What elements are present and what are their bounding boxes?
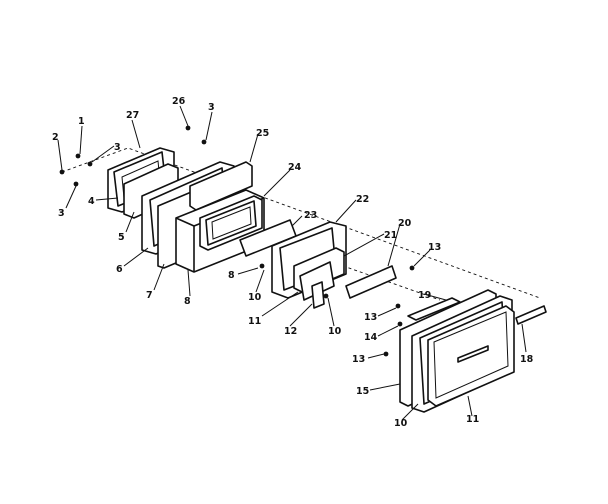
- label-12: 12: [284, 326, 297, 337]
- label-1: 1: [78, 116, 85, 127]
- label-8-a: 8: [184, 296, 191, 307]
- label-18: 18: [520, 354, 534, 365]
- label-5: 5: [118, 232, 125, 243]
- label-4: 4: [88, 196, 95, 207]
- label-13-b: 13: [364, 312, 377, 323]
- part-21-bracket: [293, 247, 345, 309]
- label-10-a: 10: [248, 292, 262, 303]
- label-25: 25: [256, 128, 269, 139]
- part-11-door-glass: [427, 305, 515, 407]
- label-23: 23: [304, 210, 317, 221]
- screws: [59, 125, 415, 357]
- label-27: 27: [126, 110, 139, 121]
- label-15: 15: [356, 386, 369, 397]
- label-2: 2: [52, 132, 59, 143]
- label-3-c: 3: [208, 102, 215, 113]
- part-labels: 1 2 3 3 3 27 26 25 4 5 6 7 8 24 23 22 21…: [52, 96, 534, 429]
- label-7: 7: [146, 290, 153, 301]
- explode-axis-line: [61, 147, 541, 299]
- label-10-c: 10: [394, 418, 408, 429]
- leader-lines: [57, 105, 527, 421]
- label-11-a: 11: [248, 316, 261, 327]
- label-14: 14: [364, 332, 378, 343]
- label-11-b: 11: [466, 414, 479, 425]
- label-24: 24: [288, 162, 302, 173]
- part-18-handle: [515, 305, 547, 325]
- label-10-b: 10: [328, 326, 342, 337]
- label-13-c: 13: [352, 354, 365, 365]
- part-24-window-gasket: [199, 195, 263, 251]
- label-22: 22: [356, 194, 369, 205]
- label-6: 6: [116, 264, 123, 275]
- label-13-a: 13: [428, 242, 441, 253]
- label-21: 21: [384, 230, 397, 241]
- label-19: 19: [418, 290, 431, 301]
- label-8-b: 8: [228, 270, 235, 281]
- part-25-window-frame: [189, 161, 253, 211]
- label-3-b: 3: [58, 208, 65, 219]
- label-3-a: 3: [114, 142, 121, 153]
- part-20-plate: [345, 265, 397, 299]
- label-26: 26: [172, 96, 186, 107]
- label-20: 20: [398, 218, 412, 229]
